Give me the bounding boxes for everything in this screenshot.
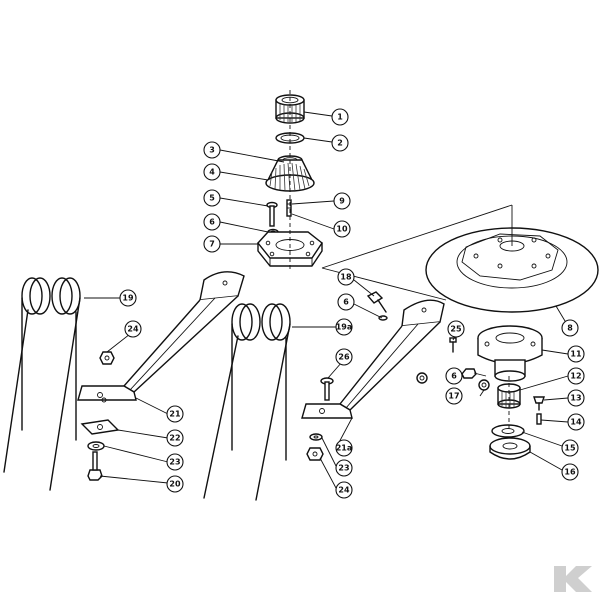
callout-24-right: 24	[335, 481, 353, 499]
part-arm-21a	[301, 299, 445, 419]
kverneland-logo	[554, 566, 592, 592]
svg-text:3: 3	[209, 146, 215, 155]
svg-text:18: 18	[340, 273, 352, 282]
svg-text:24: 24	[127, 325, 139, 334]
part-bolt-26	[320, 377, 334, 401]
callout-19: 19	[119, 289, 137, 307]
svg-text:6: 6	[209, 218, 215, 227]
callout-10: 10	[333, 220, 351, 238]
part-nut-24-right	[306, 447, 324, 461]
part-bearing-12	[497, 383, 521, 409]
svg-text:10: 10	[336, 225, 348, 234]
part-rotor-disc-8	[425, 227, 599, 313]
part-washer-23-right	[309, 433, 323, 441]
svg-text:20: 20	[169, 480, 181, 489]
part-bolt-5	[266, 201, 278, 227]
part-bolt-20	[87, 451, 103, 481]
svg-text:19a: 19a	[336, 323, 353, 332]
callout-22: 22	[166, 429, 184, 447]
callout-13: 13	[567, 389, 585, 407]
svg-text:21: 21	[169, 410, 181, 419]
callout-15: 15	[561, 439, 579, 457]
callout-6-mid: 6	[337, 293, 355, 311]
svg-text:23: 23	[338, 464, 349, 473]
callout-19a: 19a	[335, 318, 353, 336]
part-screw-14	[536, 413, 542, 425]
callout-6-top: 6	[203, 213, 221, 231]
svg-text:22: 22	[169, 434, 180, 443]
svg-text:7: 7	[209, 240, 215, 249]
part-tine-19	[3, 277, 81, 491]
svg-text:19: 19	[122, 294, 134, 303]
callout-26: 26	[335, 348, 353, 366]
svg-text:5: 5	[209, 194, 215, 203]
callout-25: 25	[447, 320, 465, 338]
callout-8: 8	[561, 319, 579, 337]
callout-23-left: 23	[166, 453, 184, 471]
callout-9: 9	[333, 192, 351, 210]
part-washer-17	[478, 379, 490, 391]
callout-14: 14	[567, 413, 585, 431]
svg-text:25: 25	[450, 325, 462, 334]
callout-21a: 21a	[335, 439, 353, 457]
callout-4: 4	[203, 163, 221, 181]
svg-text:16: 16	[564, 468, 576, 477]
callout-24-left: 24	[124, 320, 142, 338]
part-washer-23-left	[87, 441, 105, 451]
svg-text:26: 26	[338, 353, 350, 362]
callout-18: 18	[337, 268, 355, 286]
svg-text:17: 17	[448, 392, 459, 401]
callout-5: 5	[203, 189, 221, 207]
callout-16: 16	[561, 463, 579, 481]
callout-11: 11	[567, 345, 585, 363]
svg-text:2: 2	[337, 139, 343, 148]
svg-text:12: 12	[570, 372, 581, 381]
leader-lines	[84, 111, 569, 489]
svg-text:14: 14	[570, 418, 582, 427]
callout-20: 20	[166, 475, 184, 493]
svg-text:4: 4	[209, 168, 215, 177]
part-clamp-22	[80, 419, 120, 435]
callout-6-right: 6	[445, 367, 463, 385]
svg-text:8: 8	[567, 324, 573, 333]
callouts: 1 2 3 4 5 9 6 10 7 8 18 6 19 19a 24 22 2…	[119, 108, 585, 499]
svg-text:21a: 21a	[336, 444, 353, 453]
part-bolt-18	[366, 291, 387, 313]
svg-text:13: 13	[570, 394, 581, 403]
callout-12: 12	[567, 367, 585, 385]
part-cap-15	[491, 424, 525, 438]
callout-7: 7	[203, 235, 221, 253]
svg-text:24: 24	[338, 486, 350, 495]
part-screw-25	[449, 337, 457, 353]
part-screw-13	[533, 396, 545, 411]
svg-text:11: 11	[570, 350, 582, 359]
part-hub-11	[477, 325, 543, 382]
callout-1: 1	[331, 108, 349, 126]
callout-21: 21	[166, 405, 184, 423]
callout-3: 3	[203, 141, 221, 159]
svg-text:9: 9	[339, 197, 345, 206]
part-arm-21	[77, 271, 245, 403]
svg-text:6: 6	[343, 298, 349, 307]
svg-text:1: 1	[337, 113, 343, 122]
part-nut-24-left	[99, 351, 115, 365]
svg-text:23: 23	[169, 458, 180, 467]
part-seal-16	[489, 437, 531, 460]
part-nut-right-lower	[416, 372, 428, 384]
part-nut-6-right	[461, 368, 477, 379]
callout-17: 17	[445, 387, 463, 405]
svg-text:6: 6	[451, 372, 457, 381]
part-tine-19a	[203, 303, 291, 501]
callout-23-right: 23	[335, 459, 353, 477]
svg-text:15: 15	[564, 444, 576, 453]
callout-2: 2	[331, 134, 349, 152]
